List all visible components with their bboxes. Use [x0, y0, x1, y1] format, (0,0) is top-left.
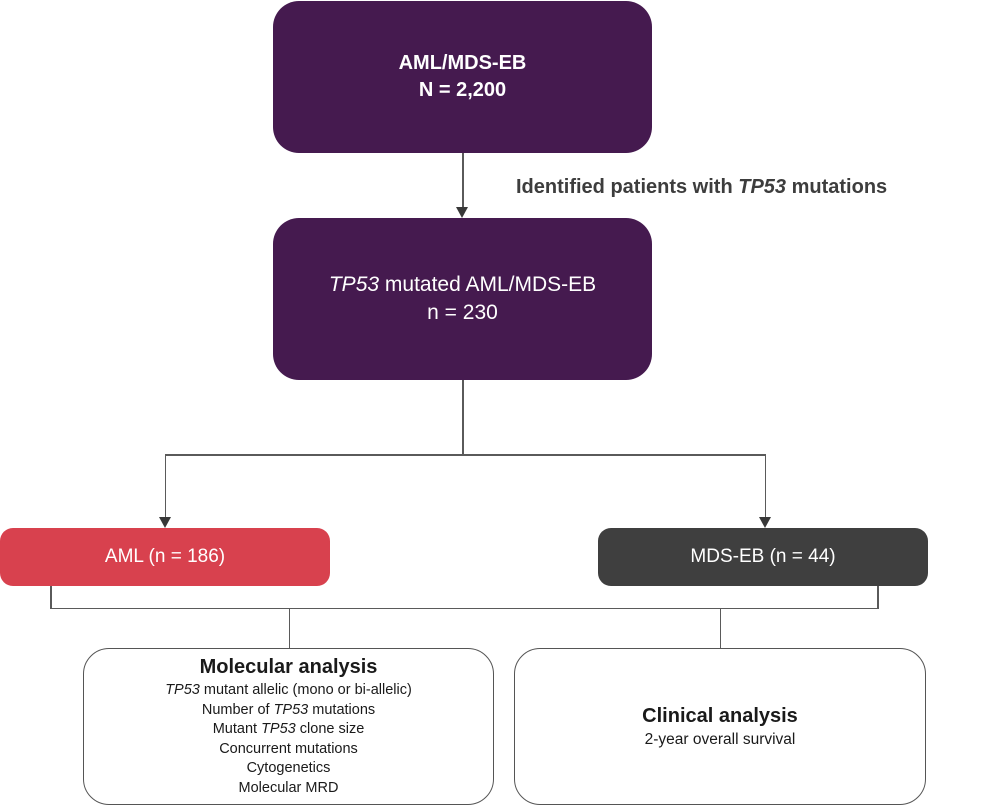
connector-branch-left	[164, 454, 166, 518]
connector-aml-down	[50, 586, 52, 609]
gene-name-tp53: TP53	[273, 701, 309, 718]
node-tp53-mutated: TP53 mutated AML/MDS-EB n = 230	[273, 218, 652, 380]
gene-name-tp53: TP53	[165, 682, 200, 698]
node-total-title: AML/MDS-EB	[398, 52, 527, 74]
connector-top-to-tp53	[462, 153, 464, 208]
node-tp53-count: n = 230	[427, 301, 498, 324]
connector-branch-horizontal	[164, 454, 766, 456]
connector-lower-horizontal	[50, 607, 879, 609]
connector-mds-eb-down	[877, 586, 879, 609]
node-aml: AML (n = 186)	[0, 528, 330, 586]
node-mds-eb-label: MDS-EB (n = 44)	[690, 546, 836, 568]
clinical-analysis-subtitle: 2-year overall survival	[644, 730, 796, 748]
flow-annotation-post: mutations	[786, 176, 888, 198]
molecular-item: Number of TP53 mutations	[202, 701, 375, 721]
molecular-item-text: clone size	[295, 721, 365, 738]
molecular-item: TP53 mutant allelic (mono or bi-allelic)	[165, 681, 412, 701]
node-tp53-title: TP53 mutated AML/MDS-EB	[329, 271, 596, 299]
gene-name-tp53: TP53	[261, 721, 296, 738]
connector-tp53-stem	[462, 380, 464, 455]
flow-annotation-pre: Identified patients with	[516, 176, 739, 198]
molecular-analysis-title: Molecular analysis	[199, 656, 378, 678]
molecular-item: Concurrent mutations	[219, 740, 358, 757]
gene-name-tp53: TP53	[328, 272, 380, 296]
node-clinical-analysis: Clinical analysis 2-year overall surviva…	[514, 648, 926, 805]
arrowhead-down-icon	[158, 517, 171, 528]
arrowhead-down-icon	[758, 517, 771, 528]
connector-to-clinical	[719, 607, 721, 649]
molecular-item-text: mutations	[308, 701, 376, 718]
node-total-count: N = 2,200	[418, 79, 507, 101]
connector-to-molecular	[288, 607, 290, 649]
molecular-item-text: mutant allelic (mono or bi-allelic)	[199, 682, 412, 698]
connector-branch-right	[764, 454, 766, 518]
node-aml-mds-eb-total: AML/MDS-EB N = 2,200	[273, 1, 652, 153]
molecular-item: Cytogenetics	[246, 760, 331, 777]
node-molecular-analysis: Molecular analysis TP53 mutant allelic (…	[83, 648, 494, 805]
node-mds-eb: MDS-EB (n = 44)	[598, 528, 928, 586]
molecular-item: Mutant TP53 clone size	[213, 720, 365, 740]
gene-name-tp53: TP53	[738, 176, 787, 198]
flow-annotation: Identified patients with TP53 mutations	[516, 176, 887, 199]
node-aml-label: AML (n = 186)	[104, 546, 226, 568]
molecular-item-text: Mutant	[212, 721, 262, 738]
node-tp53-title-text: mutated AML/MDS-EB	[379, 272, 597, 296]
molecular-item-text: Number of	[201, 701, 274, 718]
clinical-analysis-title: Clinical analysis	[642, 704, 798, 727]
arrowhead-down-icon	[456, 207, 468, 218]
molecular-item: Molecular MRD	[238, 779, 339, 796]
